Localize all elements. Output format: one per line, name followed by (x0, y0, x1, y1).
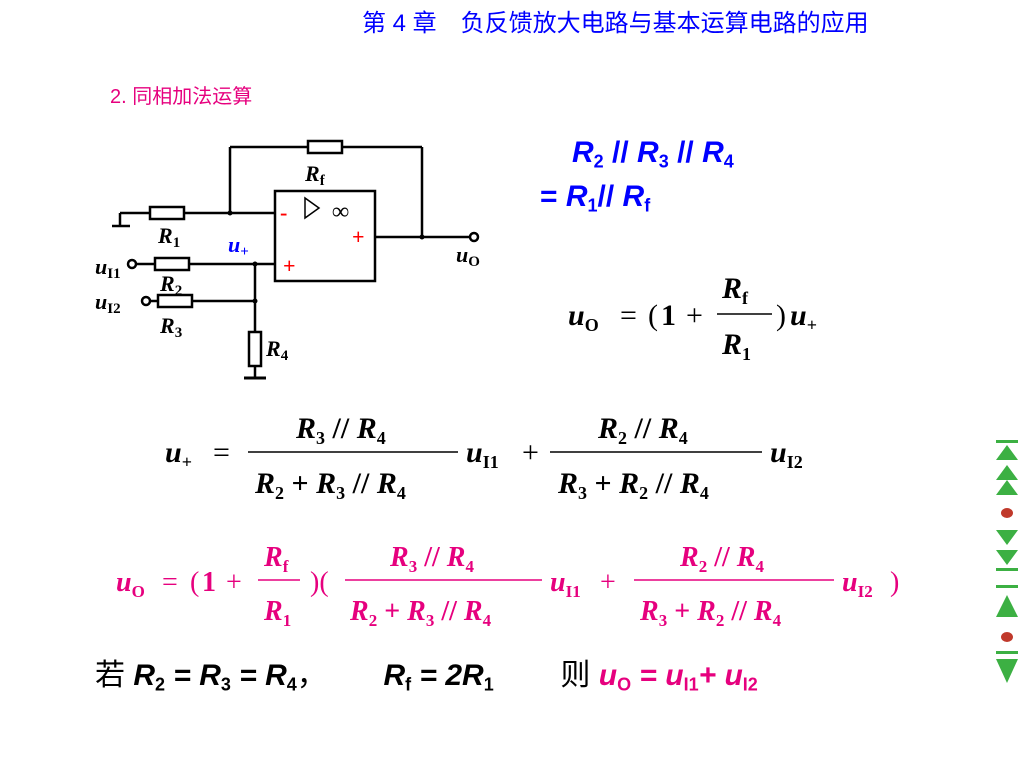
balance-line2: = R1// Rf (540, 180, 651, 216)
svg-text:R3 + R2 // R4: R3 + R2 // R4 (557, 467, 709, 503)
svg-text:): ) (890, 567, 899, 598)
svg-text:Rf: Rf (721, 272, 749, 308)
previous-section-icon[interactable] (996, 465, 1018, 495)
opamp-minus-label: - (280, 200, 287, 225)
svg-text:R3 // R4: R3 // R4 (389, 542, 474, 576)
svg-text:R3 // R4: R3 // R4 (295, 412, 386, 448)
svg-text:uI2: uI2 (842, 567, 873, 601)
opamp-output-plus-label: + (352, 224, 365, 249)
svg-text:u+: u+ (790, 299, 817, 335)
previous-slide-icon[interactable] (996, 585, 1018, 617)
svg-text:1: 1 (661, 299, 676, 332)
svg-text:R1: R1 (263, 596, 291, 630)
svg-text:R2 // R4: R2 // R4 (679, 542, 764, 576)
svg-text:uI2: uI2 (770, 436, 803, 472)
eq-u-plus: u+ = R3 // R4 R2 + R3 // R4 uI1 + R2 // … (165, 412, 803, 503)
eq-output-full: uO = ( 1 + Rf R1 )( R3 // R4 R2 + R3 // … (116, 542, 899, 630)
svg-text:(: ( (190, 567, 199, 598)
condition-then: 则 (560, 659, 591, 692)
svg-text:u+: u+ (165, 436, 192, 472)
svg-text:R1: R1 (721, 328, 751, 364)
section-title: 2. 同相加法运算 (110, 86, 253, 108)
svg-text:+: + (600, 567, 616, 598)
svg-text:=: = (620, 299, 637, 332)
eq-output-gain: uO = ( 1 + Rf R1 ) u+ (568, 272, 817, 364)
svg-text:)(: )( (310, 567, 329, 598)
svg-text:R2 + R3 // R4: R2 + R3 // R4 (254, 467, 406, 503)
opamp-plus-label: + (283, 253, 296, 278)
svg-text:R3 + R2 // R4: R3 + R2 // R4 (639, 596, 782, 630)
home-dot-icon[interactable] (1001, 508, 1013, 518)
svg-text:Rf: Rf (263, 542, 289, 576)
nav-panel (996, 440, 1018, 683)
balance-line1: R2 // R3 // R4 (572, 136, 734, 172)
first-slide-icon[interactable] (996, 440, 1018, 460)
svg-text:uO: uO (116, 567, 145, 601)
svg-text:uO: uO (568, 299, 599, 335)
condition-prefix: 若 (95, 659, 125, 692)
svg-text:+: + (226, 567, 242, 598)
svg-text:uI1: uI1 (466, 436, 499, 472)
opamp-infinity-label: ∞ (332, 199, 349, 225)
svg-text:R2 + R3 // R4: R2 + R3 // R4 (349, 596, 492, 630)
svg-text:): ) (776, 299, 786, 332)
last-slide-icon[interactable] (996, 651, 1018, 683)
condition-line: 若 R2 = R3 = R4， Rf = 2R1 则 uO = uI1+ uI2 (95, 659, 758, 695)
next-slide-icon[interactable] (996, 530, 1018, 571)
return-icon[interactable] (1001, 632, 1013, 642)
svg-text:R2 // R4: R2 // R4 (597, 412, 688, 448)
chapter-title: 第 4 章 负反馈放大电路与基本运算电路的应用 (362, 10, 869, 37)
opamp-box (273, 189, 377, 283)
svg-text:+: + (686, 299, 703, 332)
svg-text:uI1: uI1 (550, 567, 581, 601)
svg-text:1: 1 (202, 567, 216, 598)
svg-text:=: = (162, 567, 178, 598)
svg-text:(: ( (648, 299, 658, 332)
svg-text:=: = (213, 436, 230, 469)
svg-text:+: + (522, 436, 539, 469)
